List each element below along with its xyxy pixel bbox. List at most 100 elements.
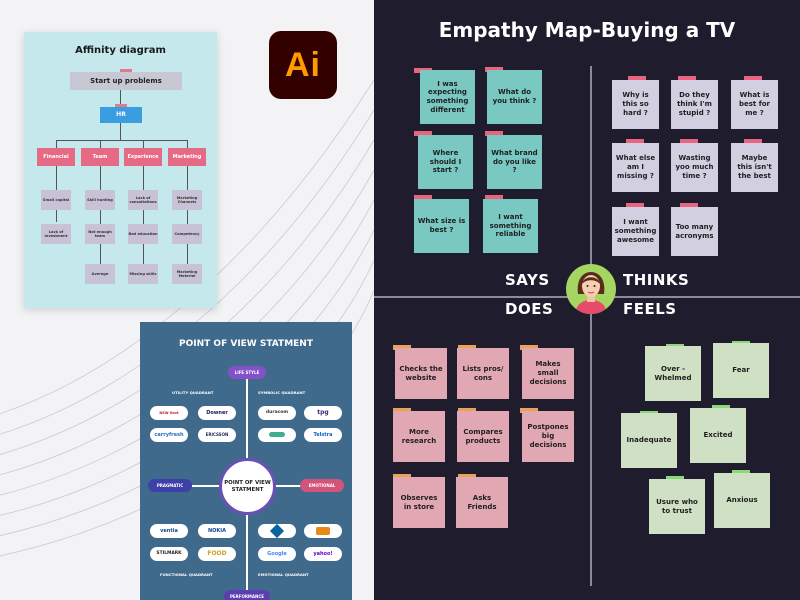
feels-note: Fear: [713, 343, 769, 398]
affinity-root-node: Start up problems: [70, 72, 182, 90]
tape: [393, 345, 411, 350]
affinity-title: Affinity diagram: [75, 45, 166, 56]
tape: [666, 476, 684, 481]
tape: [414, 131, 432, 136]
quadrant-label-symbolic: SYMBOLIC QUADRANT: [258, 390, 306, 395]
pill-lifestyle: LIFE STYLE: [228, 366, 266, 379]
tape: [680, 139, 698, 144]
tape: [712, 405, 730, 410]
label-feels: FEELS: [623, 300, 677, 318]
tape: [678, 76, 696, 81]
does-note: Compares products: [457, 411, 509, 462]
divider-vertical: [590, 66, 592, 586]
logo-food: FOOD: [198, 547, 236, 561]
label-does: DOES: [505, 300, 554, 318]
pill-pragmatic: PRAGMATIC: [148, 479, 192, 492]
tape: [458, 408, 476, 413]
tape: [485, 67, 503, 72]
label-thinks: THINKS: [623, 271, 690, 289]
logo-emotional-2: [304, 524, 342, 538]
connector-line: [143, 140, 144, 148]
says-note: What brand do you like ?: [487, 135, 542, 189]
logo-telstra: Telstra: [304, 428, 342, 442]
affinity-item: Small capital: [41, 190, 71, 210]
affinity-item: Bad education: [128, 224, 158, 244]
feels-note: Anxious: [714, 473, 770, 528]
connector-line: [56, 140, 57, 148]
pill-performance: PERFORMANCE: [224, 590, 270, 600]
tape: [520, 345, 538, 350]
tape: [393, 408, 411, 413]
tape: [115, 104, 127, 107]
affinity-hub-node: HR: [100, 107, 142, 123]
category-financial: Financial: [37, 148, 75, 166]
feels-note: Over - Whelmed: [645, 346, 701, 401]
quadrant-label-utility: UTILITY QUADRANT: [172, 390, 214, 395]
affinity-item: Marketing Material: [172, 264, 202, 284]
does-note: Asks Friends: [456, 477, 508, 528]
affinity-item: Competency: [172, 224, 202, 244]
logo-tpg: tpg: [304, 406, 342, 420]
tape: [626, 203, 644, 208]
does-note: Lists pros/ cons: [457, 348, 509, 399]
pov-center-circle: POINT OF VIEW STATMENT: [219, 458, 276, 515]
says-note: What size is best ?: [414, 199, 469, 253]
does-note: Postpones big decisions: [522, 411, 574, 462]
empathy-title: Empathy Map-Buying a TV: [438, 18, 736, 42]
tape: [393, 474, 411, 479]
logo-shape: [316, 527, 330, 535]
affinity-diagram-poster: Affinity diagram Start up problems HR Fi…: [24, 32, 217, 308]
says-note: Where should I start ?: [418, 135, 473, 189]
affinity-item: Lack of consultations: [128, 190, 158, 210]
quadrant-label-functional: FUNCTIONAL QUADRANT: [160, 572, 213, 577]
pov-title: POINT OF VIEW STATMENT: [179, 339, 313, 349]
does-note: More research: [393, 411, 445, 462]
tape: [732, 470, 750, 475]
affinity-item: Missing skills: [128, 264, 158, 284]
logo-symbolic-2: [258, 428, 296, 442]
pill-emotional: EMOTIONAL: [300, 479, 344, 492]
thinks-note: Wasting yoo much time ?: [671, 143, 718, 192]
category-experience: Experience: [124, 148, 162, 166]
affinity-item: Marketing Channels: [172, 190, 202, 210]
feels-note: Excited: [690, 408, 746, 463]
tape: [744, 139, 762, 144]
tape: [458, 474, 476, 479]
thinks-note: Do they think I'm stupid ?: [671, 80, 718, 129]
affinity-item: Average: [85, 264, 115, 284]
category-team: Team: [81, 148, 119, 166]
says-note: I was expecting something different: [420, 70, 475, 124]
logo-ericsson: ERICSSON: [198, 428, 236, 442]
empathy-map: Empathy Map-Buying a TV SAYS THINKS DOES…: [374, 0, 800, 600]
label-says: SAYS: [505, 271, 550, 289]
affinity-item: Skill hunting: [85, 190, 115, 210]
tape: [485, 195, 503, 200]
tape: [485, 131, 503, 136]
avatar-woman-icon: [575, 272, 607, 314]
logo-ventia: ventia: [150, 524, 188, 538]
connector-line: [120, 90, 121, 107]
point-of-view-poster: POINT OF VIEW STATMENT LIFE STYLE PRAGMA…: [140, 322, 352, 600]
connector-line: [143, 166, 144, 272]
says-note: I want something reliable: [483, 199, 538, 253]
tape: [744, 76, 762, 81]
tape: [120, 69, 132, 72]
logo-yahoo: yahoo!: [304, 547, 342, 561]
quadrant-label-emotional: EMOTIONAL QUADRANT: [258, 572, 309, 577]
illustrator-logo-icon: Ai: [269, 31, 337, 99]
does-note: Checks the website: [395, 348, 447, 399]
thinks-note: What else am I missing ?: [612, 143, 659, 192]
does-note: Observes in store: [393, 477, 445, 528]
affinity-item: Lack of investment: [41, 224, 71, 244]
thinks-note: What is best for me ?: [731, 80, 778, 129]
thinks-note: Too many acronyms: [671, 207, 718, 256]
connector-line: [187, 140, 188, 148]
connector-line: [100, 166, 101, 272]
thinks-note: Why is this so hard ?: [612, 80, 659, 129]
connector-line: [120, 123, 121, 140]
thinks-note: Maybe this isn't the best: [731, 143, 778, 192]
logo-nsw: NSW Govt Authority: [150, 406, 188, 420]
logo-downer: Downer: [198, 406, 236, 420]
logo-duracom: duracom: [258, 406, 296, 420]
avatar: [566, 264, 616, 314]
